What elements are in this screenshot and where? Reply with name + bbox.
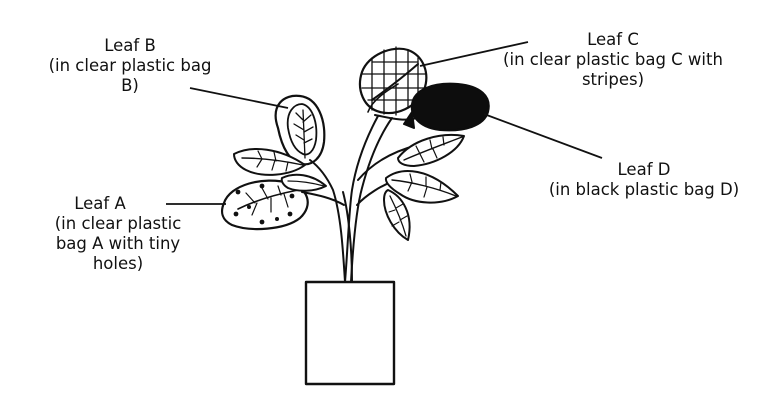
label-leaf-a-line1: (in clear plastic — [54, 214, 182, 233]
leader-lines — [166, 41, 603, 205]
leaf-right-mid — [384, 170, 459, 204]
leader-leaf-c — [419, 41, 529, 67]
leaf-left-mid — [280, 173, 327, 192]
label-leaf-b-title: Leaf B — [104, 36, 156, 55]
label-leaf-c-line2: stripes) — [581, 70, 645, 89]
plant-pot — [304, 280, 396, 386]
label-leaf-a-line2: bag A with tiny — [55, 234, 181, 253]
label-leaf-b-line1: (in clear plastic bag — [48, 56, 212, 75]
leader-leaf-b — [189, 87, 289, 109]
bag-d — [410, 82, 490, 132]
leaf-right-lower — [383, 189, 411, 241]
bag-a-holes — [233, 183, 295, 225]
leaf-right-upper — [397, 134, 465, 167]
label-leaf-b-line2: B) — [121, 76, 139, 95]
bag-a — [221, 179, 309, 231]
leader-leaf-d — [483, 113, 603, 159]
label-leaf-c-title: Leaf C — [587, 30, 639, 49]
label-leaf-d-title: Leaf D — [617, 160, 671, 179]
leaf-d — [403, 82, 490, 132]
label-leaf-a-line3: holes) — [92, 254, 144, 273]
label-leaf-a: Leaf A (in clear plastic bag A with tiny… — [18, 194, 218, 274]
label-leaf-d: Leaf D (in black plastic bag D) — [532, 160, 756, 200]
leaf-a — [221, 179, 309, 231]
label-leaf-d-line1: (in black plastic bag D) — [548, 180, 740, 199]
label-leaf-a-title: Leaf A — [74, 194, 126, 213]
label-leaf-b: Leaf B (in clear plastic bag B) — [24, 36, 236, 96]
leaf-left-upper — [233, 148, 306, 176]
label-leaf-c-line1: (in clear plastic bag C with — [503, 50, 723, 69]
label-leaf-c: Leaf C (in clear plastic bag C with stri… — [482, 30, 744, 90]
